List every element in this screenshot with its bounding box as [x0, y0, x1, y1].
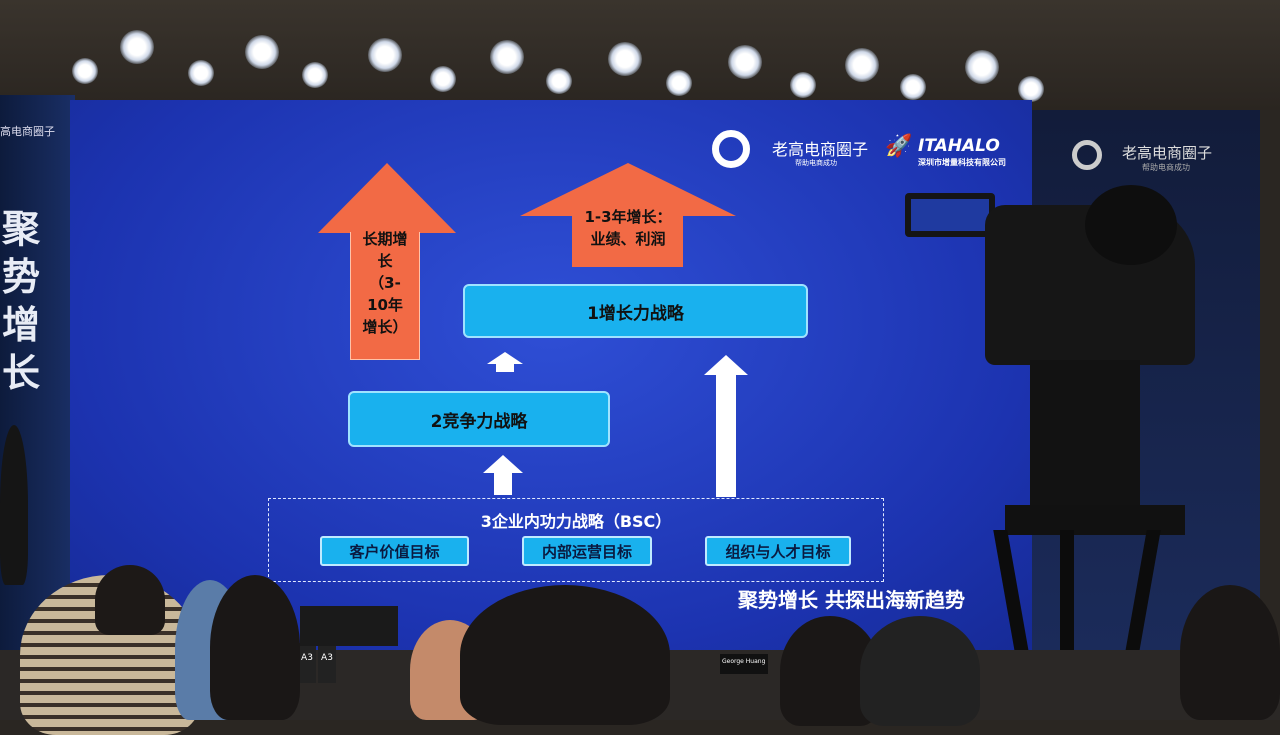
slide-logo-text: 老高电商圈子: [772, 140, 869, 159]
short-term-arrow-label: 1-3年增长： 业绩、利润: [540, 206, 716, 250]
up-arrow-icon: [704, 355, 748, 375]
stage-light: [188, 60, 214, 86]
stage-light: [608, 42, 642, 76]
stage-light: [900, 74, 926, 100]
audience-member: [1180, 585, 1280, 720]
label-line: 业绩、利润: [590, 230, 666, 248]
stage-light: [245, 35, 279, 69]
up-arrow-shaft: [716, 374, 736, 497]
label-line: 增长）: [362, 318, 408, 336]
stage-light: [302, 62, 328, 88]
long-term-arrow-label: 长期增 长 （3- 10年 增长）: [350, 228, 420, 338]
up-arrow-shaft: [496, 363, 514, 372]
label-line: 10年: [367, 296, 403, 314]
stage-light: [120, 30, 154, 64]
left-banner-logo: 高电商圈子: [0, 125, 55, 138]
strategy-3-title: 3企业内功力战略（BSC）: [480, 512, 672, 531]
audience-member: [860, 616, 980, 726]
seat-card: A3: [318, 643, 336, 683]
label-line: 1-3年增长：: [584, 208, 672, 226]
name-card: George Huang: [720, 654, 768, 674]
audience-member: [210, 575, 300, 720]
label-line: （3-: [369, 274, 401, 292]
strategy-1-box: 1增长力战略: [463, 284, 808, 338]
up-arrow-icon: [487, 352, 523, 364]
partner-logo: ITAHALO: [918, 136, 1000, 156]
stage-light: [490, 40, 524, 74]
partner-company: 深圳市增量科技有限公司: [918, 158, 1006, 167]
stage-light: [790, 72, 816, 98]
stage-light: [368, 38, 402, 72]
goal-customer-value: 客户价值目标: [320, 536, 469, 566]
label-line: 长: [377, 252, 393, 270]
goal-org-talent: 组织与人才目标: [705, 536, 851, 566]
goal-internal-operations: 内部运营目标: [522, 536, 652, 566]
rocket-icon: 🚀: [885, 134, 913, 159]
stage-light: [430, 66, 456, 92]
slide-tagline: 聚势增长 共探出海新趋势: [738, 588, 965, 612]
camera-monitor: [905, 193, 995, 237]
monitor-screen: [911, 199, 989, 231]
laptop: [300, 606, 398, 646]
presenter: [0, 425, 28, 585]
seat-card: A3: [298, 643, 316, 683]
stage-light: [1018, 76, 1044, 102]
label-line: 长期增: [362, 230, 408, 248]
stage-light: [965, 50, 999, 84]
camera-body-mount: [1030, 360, 1140, 510]
camera-lens-hood: [1085, 185, 1177, 265]
right-banner-slogan: 帮助电商成功: [1142, 163, 1190, 172]
presentation-screen: 老高电商圈子 帮助电商成功 🚀 ITAHALO 深圳市增量科技有限公司 长期增 …: [70, 100, 1032, 652]
stage-light: [546, 68, 572, 94]
stage-light: [728, 45, 762, 79]
slide-logo-slogan: 帮助电商成功: [795, 159, 837, 167]
audience-member: [460, 585, 670, 725]
left-banner-vertical-text: 聚势增长: [2, 207, 41, 395]
stage-light: [666, 70, 692, 96]
stage-light: [72, 58, 98, 84]
up-arrow-shaft: [494, 472, 512, 495]
short-term-arrow: [572, 215, 683, 267]
bsc-dashed-box: [268, 498, 884, 582]
strategy-2-box: 2竞争力战略: [348, 391, 610, 447]
stage-light: [845, 48, 879, 82]
short-term-arrow-head: [520, 163, 736, 216]
long-term-arrow-head: [318, 163, 456, 233]
right-banner-logo: 老高电商圈子: [1122, 144, 1213, 162]
logo-icon: [1072, 140, 1102, 170]
long-term-arrow: [350, 232, 420, 360]
up-arrow-icon: [483, 455, 523, 473]
audience-head: [95, 565, 165, 635]
